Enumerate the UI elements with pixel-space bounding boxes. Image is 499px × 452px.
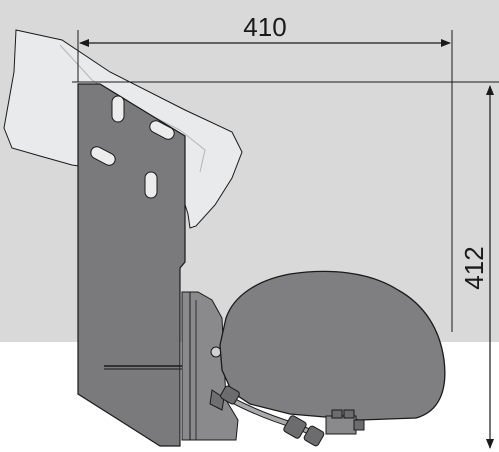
plate-slot	[111, 95, 125, 123]
adjust-lever	[220, 385, 365, 447]
plate-slot	[90, 146, 116, 166]
width-label: 410	[243, 12, 286, 42]
height-label: 412	[459, 246, 489, 289]
seat-cushion	[219, 270, 446, 421]
mounting-plate	[77, 83, 186, 447]
plate-slot	[144, 171, 158, 199]
width-dimension: 410	[77, 12, 453, 332]
height-dimension: 412	[72, 81, 499, 449]
plate-slot	[149, 120, 175, 140]
